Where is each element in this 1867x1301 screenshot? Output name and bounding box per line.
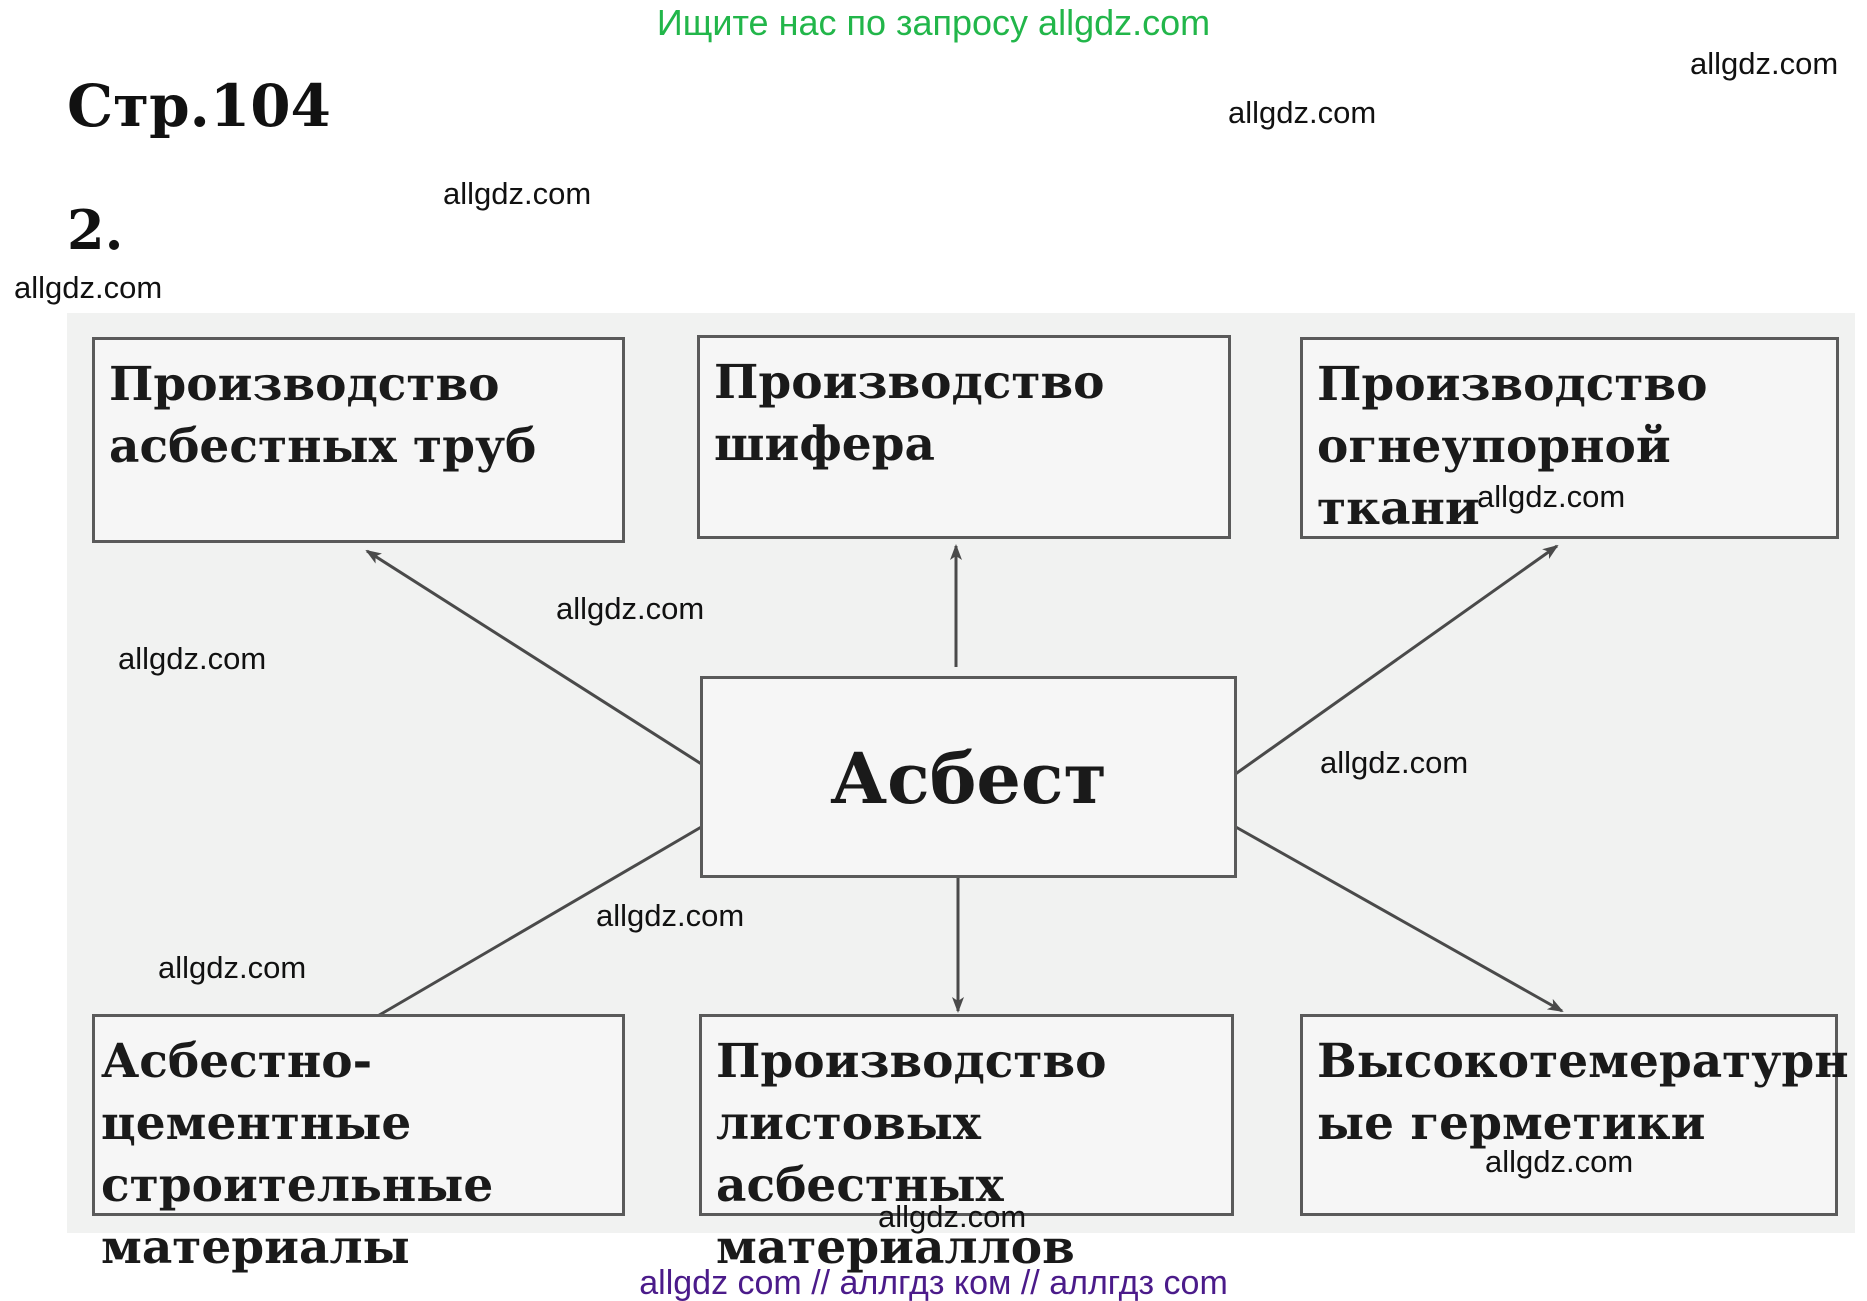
watermark: allgdz.com [1320,745,1469,780]
node-asbestos-center: Асбест [700,676,1237,878]
watermark: allgdz.com [1690,46,1839,81]
node-label: Производство листовых асбестных материал… [716,1034,1107,1275]
center-label: Асбест [830,737,1107,820]
node-label: Производство шифера [714,355,1105,472]
node-asbestos-cement-materials: Асбестно-цементные строительные материал… [92,1014,625,1275]
page-heading: Стр.104 [67,72,331,140]
node-label: Высокотемературн ые герметики [1317,1034,1849,1151]
watermark: allgdz.com [596,898,745,933]
watermark: allgdz.com [14,270,163,305]
node-slate: Производство шифера [697,335,1231,539]
arrow-to-sealants [1233,824,1564,1013]
node-refractory-fabric: Производство огнеупорной ткани [1300,337,1839,539]
node-label: Производство асбестных труб [109,357,537,474]
arrow-to-pipes [365,549,704,767]
arrow-to-fabric [1233,544,1559,777]
watermark: allgdz.com [1485,1144,1634,1179]
watermark: allgdz.com [1477,479,1626,514]
watermark: allgdz.com [158,950,307,985]
watermark: allgdz.com [118,641,267,676]
watermark: allgdz.com [1228,95,1377,130]
arrows-layer [350,544,1564,1033]
node-label: Асбестно-цементные строительные материал… [101,1034,494,1275]
node-high-temp-sealants: Высокотемературн ые герметики [1300,1014,1849,1216]
watermark: allgdz.com [556,591,705,626]
node-label: Производство огнеупорной ткани [1317,357,1708,536]
search-banner[interactable]: Ищите нас по запросу allgdz.com [656,2,1211,43]
watermark: allgdz.com [878,1199,1027,1234]
node-asbestos-sheets: Производство листовых асбестных материал… [699,1014,1234,1275]
footer-links[interactable]: allgdz com // аллгдз ком // аллгдз com [639,1264,1228,1301]
node-asbestos-pipes: Производство асбестных труб [92,337,625,543]
watermark: allgdz.com [443,176,592,211]
arrow-to-cement [350,824,704,1033]
diagram-scan: Производство асбестных труб Производство… [67,313,1855,1275]
task-number: 2. [67,198,124,262]
